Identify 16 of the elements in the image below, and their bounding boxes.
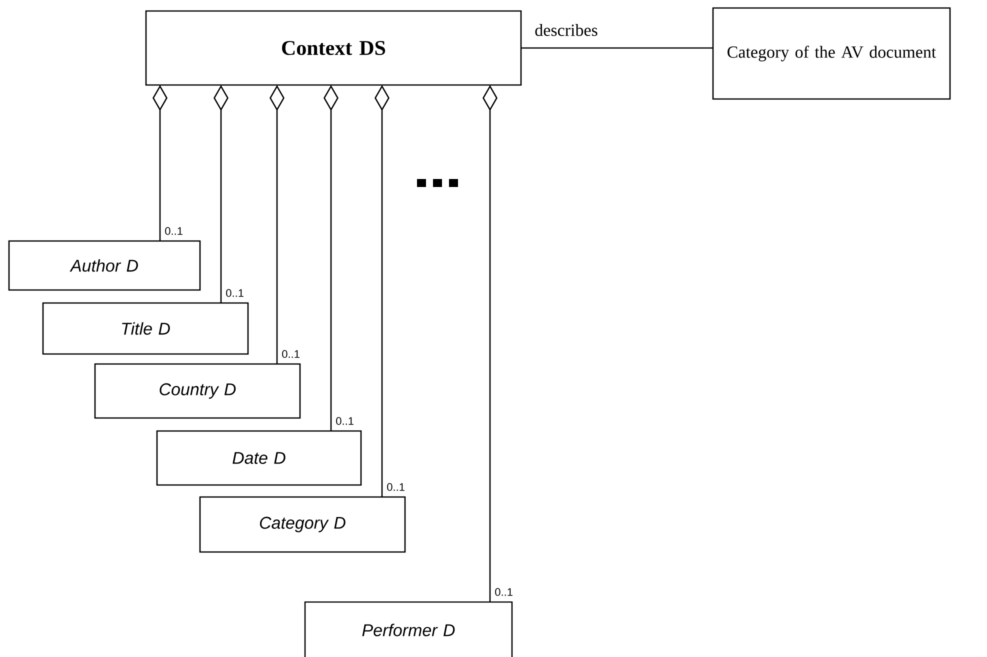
class-box: Category D — [199, 496, 406, 553]
class-box: Date D — [156, 430, 362, 486]
class-box: Performer D — [304, 601, 513, 657]
multiplicity-label: 0..1 — [336, 417, 354, 425]
multiplicity-label: 0..1 — [226, 289, 244, 297]
class-box: Author D — [8, 240, 201, 291]
class-box: Context DS — [145, 10, 522, 86]
class-box: Country D — [94, 363, 301, 419]
multiplicity-label: 0..1 — [165, 227, 182, 235]
association-line — [521, 47, 713, 49]
multiplicity-label: 0..1 — [495, 588, 512, 596]
edge-label: describes — [535, 24, 598, 36]
class-box: Title D — [42, 302, 249, 355]
multiplicity-label: 0..1 — [282, 350, 300, 358]
multiplicity-label: 0..1 — [387, 483, 404, 491]
class-box: Category of the AV document — [712, 7, 951, 100]
